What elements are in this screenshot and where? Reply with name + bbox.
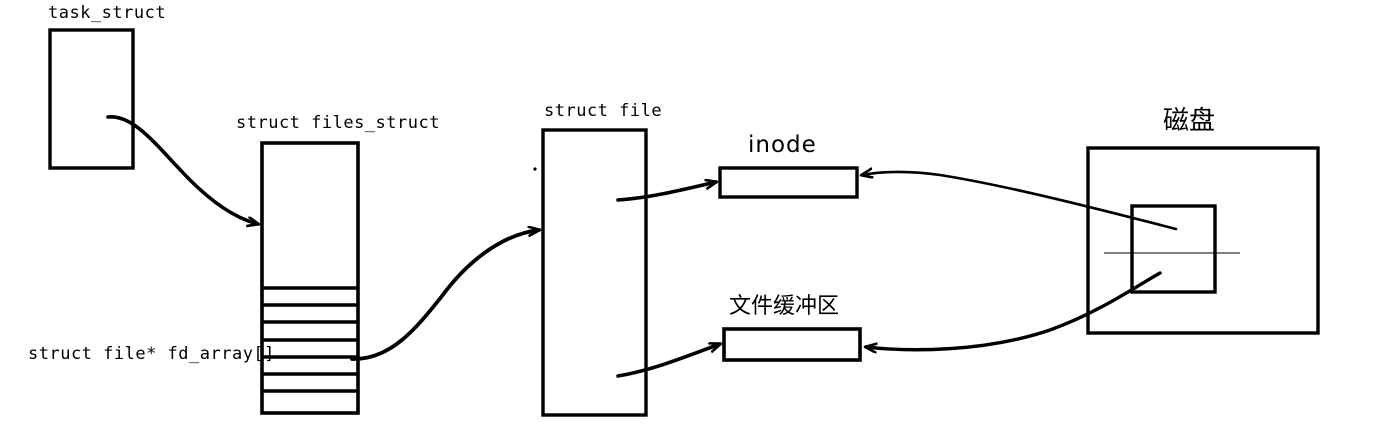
task-struct-box [48,28,135,170]
file-buffer-box [722,327,862,362]
disk-inner-block [1130,204,1217,294]
fd-array-slot-dividers [262,286,358,393]
arrow-disk-to-inode [862,172,1178,231]
files-struct-box [260,141,360,415]
label-disk: 磁盘 [1163,106,1216,136]
struct-file-box [541,128,648,417]
label-struct-file: struct file [544,101,663,121]
disk-box [1086,146,1320,335]
arrow-struct-file-to-file-buffer [616,344,720,378]
struct-file-tick-mark [533,167,537,171]
label-files-struct: struct files_struct [236,113,440,133]
arrow-struct-file-to-inode [616,182,716,202]
label-file-buffer: 文件缓冲区 [729,294,840,319]
label-fd-array: struct file* fd_array[] [28,344,275,364]
arrow-fd-array-to-struct-file [350,230,539,361]
label-inode: inode [748,132,817,158]
inode-box [718,166,859,199]
label-task-struct: task_struct [48,3,167,23]
arrow-task-struct-to-files-struct [106,115,258,224]
arrow-disk-to-file-buffer [866,271,1162,350]
